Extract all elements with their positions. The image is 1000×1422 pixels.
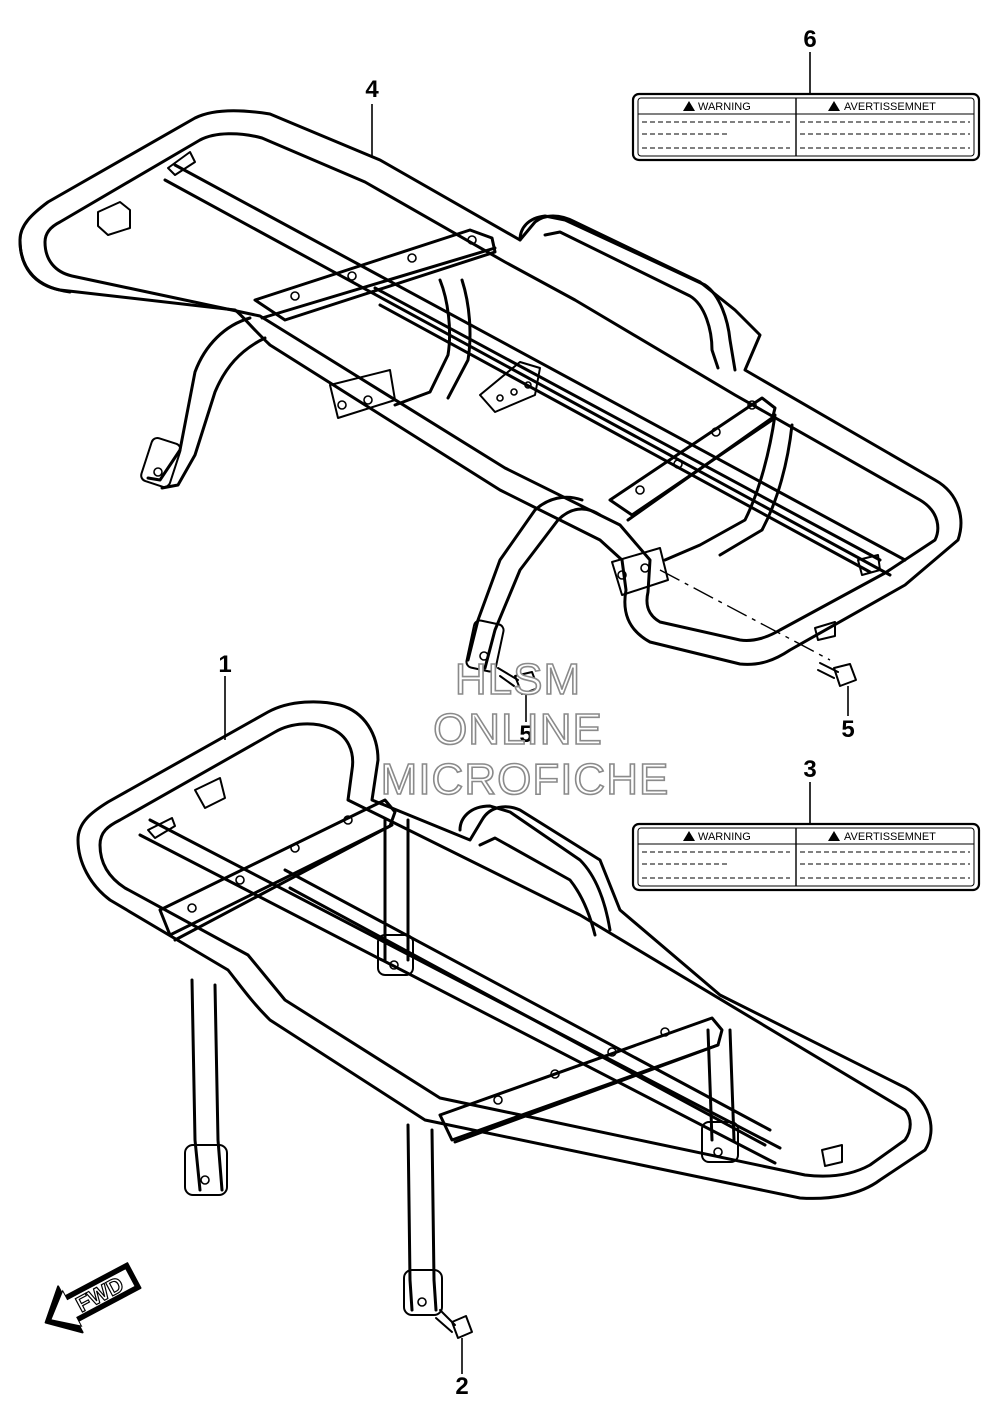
label-left-header: WARNING <box>698 831 751 843</box>
front-carrier <box>76 700 933 1316</box>
callout-part3: 3 <box>803 756 816 783</box>
label-right-header: AVERTISSEMNET <box>844 101 936 113</box>
warning-triangle-icon <box>828 101 840 111</box>
callout-part5-right: 5 <box>841 716 854 743</box>
watermark: HLSM ONLINE MICROFICHE <box>380 654 670 805</box>
warning-label-bottom: WARNING AVERTISSEMNET <box>631 822 981 892</box>
label-right-header: AVERTISSEMNET <box>844 831 936 843</box>
callout-part5-left: 5 <box>519 721 532 748</box>
label-left-header: WARNING <box>698 101 751 113</box>
watermark-line3: MICROFICHE <box>381 755 670 804</box>
bolt-part5-left <box>497 667 539 695</box>
fwd-arrow-icon: FWD <box>44 1262 142 1334</box>
watermark-line1: HLSM <box>455 655 581 704</box>
warning-triangle-icon <box>683 101 695 111</box>
warning-label-top: WARNING AVERTISSEMNET <box>631 92 981 162</box>
bolt-part5-right <box>817 662 857 687</box>
callout-part4: 4 <box>365 76 379 103</box>
callout-part6: 6 <box>803 26 816 53</box>
callout-part1: 1 <box>218 651 231 678</box>
callout-part2: 2 <box>455 1373 468 1400</box>
watermark-line2: ONLINE <box>433 705 603 754</box>
warning-triangle-icon <box>683 831 695 841</box>
bolt-part2 <box>435 1309 473 1339</box>
assembly-line <box>659 569 831 661</box>
warning-triangle-icon <box>828 831 840 841</box>
rear-carrier <box>18 109 963 673</box>
